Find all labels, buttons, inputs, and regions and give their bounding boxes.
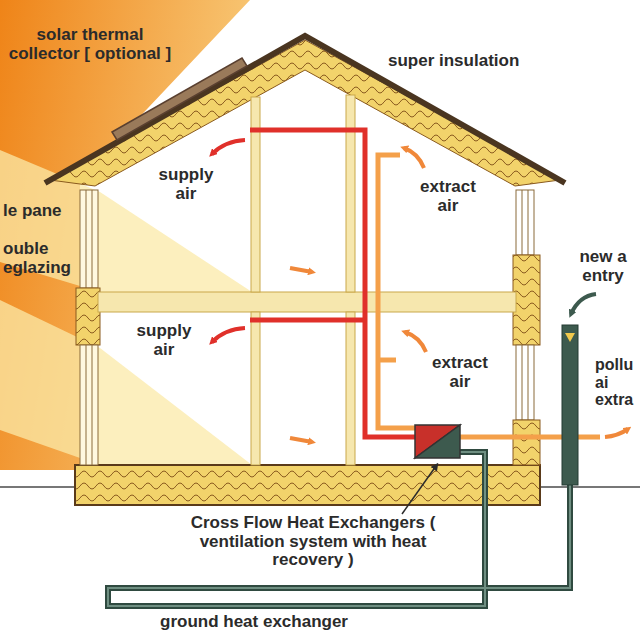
- slab-insulation: [75, 465, 540, 505]
- window-pane: [528, 345, 529, 420]
- extract-duct: [378, 155, 415, 428]
- window: [80, 345, 98, 465]
- label-text: supply air: [150, 166, 222, 203]
- wall-insulation: [76, 288, 100, 345]
- exchanger-half: [415, 425, 460, 458]
- post: [346, 312, 355, 465]
- window-pane: [522, 190, 523, 255]
- supply-duct: [250, 318, 365, 323]
- ground-pipe: [108, 452, 570, 606]
- label-text: extract air: [408, 178, 488, 215]
- window-pane: [522, 345, 523, 420]
- label-text: le pane: [3, 202, 83, 221]
- label-text: new a entry: [572, 248, 634, 285]
- leader-line: [402, 466, 436, 514]
- flow-arrow: [404, 148, 424, 168]
- window: [516, 345, 534, 420]
- wall-insulation: [513, 420, 540, 465]
- post: [251, 312, 260, 465]
- wall-insulation: [513, 255, 540, 345]
- flow-arrow: [290, 268, 312, 272]
- label-text: ground heat exchanger: [160, 613, 400, 632]
- flow-arrow: [571, 294, 596, 314]
- window-pane: [92, 345, 93, 465]
- window: [516, 190, 534, 255]
- label-text: ouble eglazing: [3, 240, 85, 277]
- flow-arrow: [212, 328, 245, 342]
- light-beam: [0, 150, 252, 292]
- extract-duct: [378, 358, 396, 363]
- window-pane: [86, 190, 87, 288]
- floor-beam: [98, 292, 516, 312]
- exchanger-half: [415, 425, 460, 458]
- label-text: solar thermal collector [ optional ]: [6, 26, 174, 63]
- solar-collector: [112, 58, 247, 140]
- window: [80, 190, 98, 288]
- air-intake-pipe: [562, 325, 578, 485]
- exhaust-duct: [460, 435, 600, 440]
- flow-arrow: [405, 332, 426, 352]
- light-beam: [0, 300, 252, 465]
- intake-marker: [565, 333, 575, 342]
- flow-arrow: [605, 429, 628, 437]
- label-text: super insulation: [388, 52, 588, 71]
- post: [251, 97, 260, 292]
- flow-arrow: [212, 140, 245, 154]
- window-pane: [528, 190, 529, 255]
- label-text: supply air: [128, 322, 200, 359]
- label-text: extract air: [420, 354, 500, 391]
- supply-duct: [250, 130, 415, 437]
- label-text: pollu ai extra: [595, 356, 637, 409]
- label-text: Cross Flow Heat Exchangers ( ventilation…: [182, 514, 444, 570]
- post: [346, 95, 355, 292]
- window-pane: [86, 345, 87, 465]
- window-pane: [92, 190, 93, 288]
- ground-pipe-inner: [108, 452, 570, 606]
- flow-arrow: [290, 438, 312, 442]
